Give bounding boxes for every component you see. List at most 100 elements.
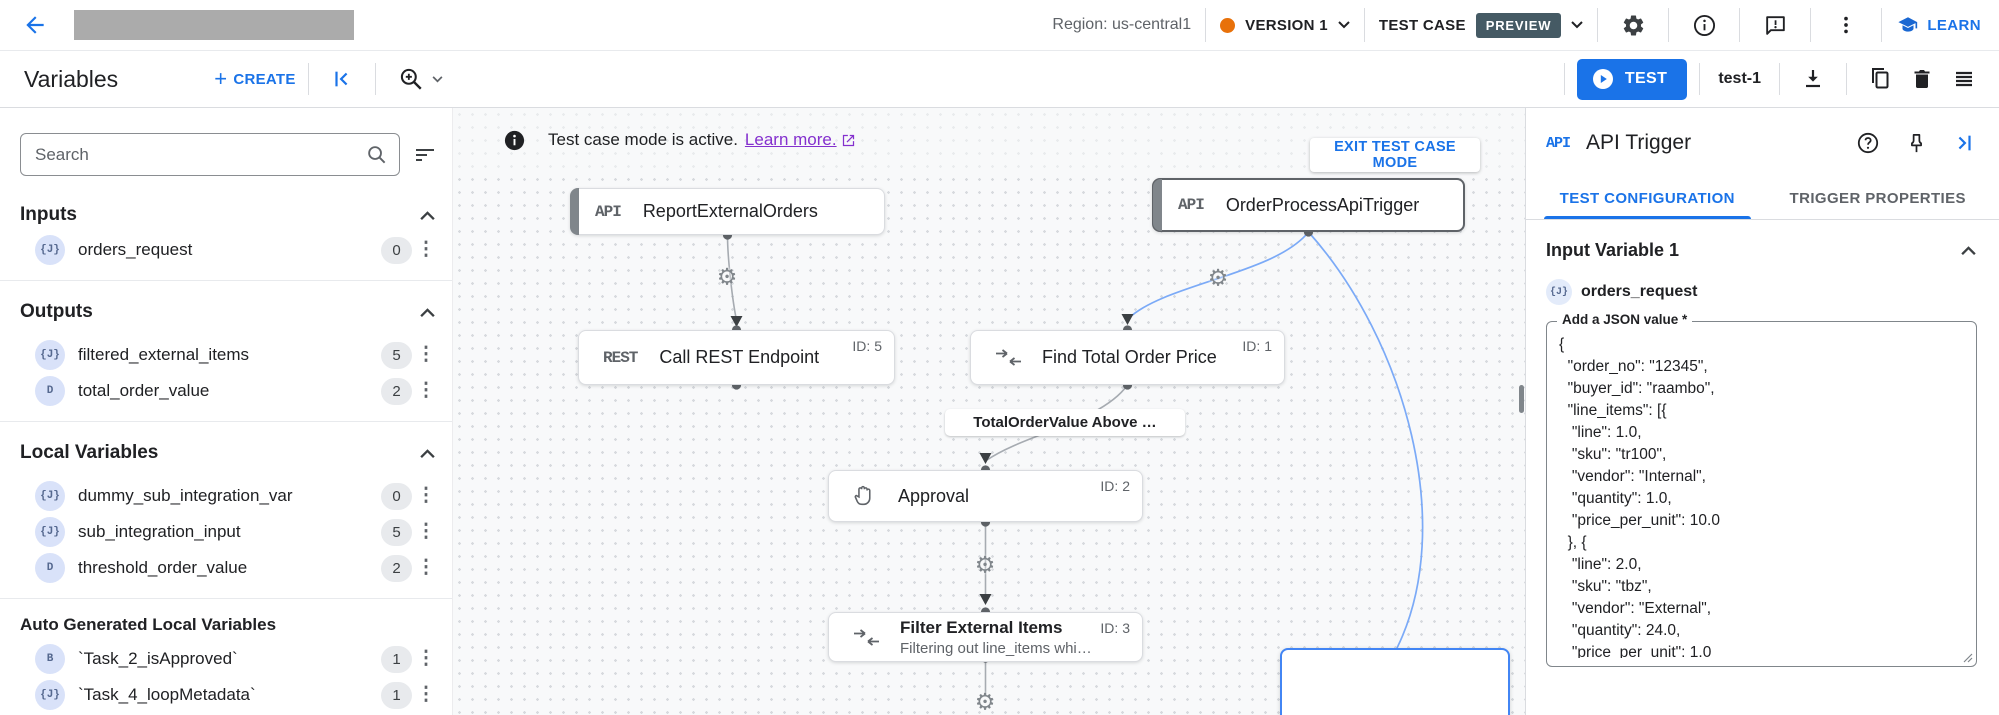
variable-name: sub_integration_input	[78, 522, 241, 541]
info-button[interactable]	[1683, 4, 1725, 46]
section-header-local-variables[interactable]: Local Variables	[0, 438, 452, 468]
divider	[1205, 8, 1207, 42]
top-app-bar: Region: us-central1 VERSION 1 TEST CASE …	[0, 0, 1999, 51]
variable-row-task2-isapproved[interactable]: B `Task_2_isApproved` 1 ⋮	[35, 643, 440, 675]
edge-gear-icon[interactable]: ⚙	[716, 263, 738, 290]
divider	[307, 63, 309, 95]
edge-condition-label[interactable]: TotalOrderValue Above …	[945, 409, 1185, 436]
info-filled-icon	[503, 129, 526, 152]
variable-row-sub-integration-input[interactable]: {J} sub_integration_input 5 ⋮	[35, 516, 440, 548]
api-trigger-badge: API	[1178, 196, 1205, 214]
node-call-rest-endpoint[interactable]: REST Call REST Endpoint ID: 5	[578, 330, 895, 385]
variable-row-threshold-order-value[interactable]: D threshold_order_value 2 ⋮	[35, 552, 440, 584]
tab-trigger-properties[interactable]: TRIGGER PROPERTIES	[1789, 190, 1966, 207]
json-value-textarea[interactable]	[1559, 334, 1964, 658]
collapse-panel-right-button[interactable]	[1943, 122, 1985, 164]
pin-button[interactable]	[1895, 122, 1937, 164]
chevron-up-icon[interactable]	[419, 448, 436, 459]
chevron-up-icon[interactable]	[419, 307, 436, 318]
pin-icon	[1910, 133, 1922, 152]
panel-variable-row: {J} orders_request	[1546, 279, 1977, 305]
row-menu-button[interactable]: ⋮	[416, 380, 436, 401]
row-menu-button[interactable]: ⋮	[416, 344, 436, 365]
row-menu-button[interactable]: ⋮	[416, 684, 436, 705]
node-title: Approval	[898, 485, 970, 506]
node-find-total-order-price[interactable]: Find Total Order Price ID: 1	[970, 330, 1285, 385]
node-filter-external-items[interactable]: Filter External Items Filtering out line…	[828, 612, 1143, 662]
row-menu-button[interactable]: ⋮	[416, 557, 436, 578]
api-trigger-badge: API	[595, 202, 622, 221]
collapse-left-icon	[335, 71, 348, 87]
collapse-panel-left-button[interactable]	[321, 58, 363, 100]
back-arrow-icon[interactable]	[18, 8, 52, 42]
variable-row-orders-request[interactable]: {J} orders_request 0 ⋮	[35, 234, 440, 266]
exit-test-case-mode-button[interactable]: EXIT TEST CASE MODE	[1310, 138, 1480, 172]
version-status-icon	[1220, 17, 1236, 33]
toolbar-menu-button[interactable]	[1943, 58, 1985, 100]
workflow-canvas[interactable]: ⚙ ⚙ ⚙ ⚙ Test case mode is active. Learn …	[453, 108, 1525, 715]
sub-integration-box[interactable]	[1280, 648, 1510, 715]
test-button[interactable]: TEST	[1576, 58, 1688, 100]
section-title: Outputs	[20, 301, 93, 322]
feedback-button[interactable]	[1754, 4, 1796, 46]
node-order-process-api-trigger[interactable]: API OrderProcessApiTrigger	[1152, 178, 1465, 232]
divider	[1739, 8, 1741, 42]
divider	[374, 63, 376, 95]
double-type-icon: D	[35, 376, 65, 406]
delete-button[interactable]	[1901, 58, 1943, 100]
row-menu-button[interactable]: ⋮	[416, 648, 436, 669]
search-input[interactable]	[20, 133, 400, 176]
toolbar-actions: TEST test-1	[1552, 58, 1985, 100]
variable-name: orders_request	[1581, 283, 1698, 300]
divider	[1363, 8, 1365, 42]
learn-button[interactable]: LEARN	[1896, 14, 1981, 36]
divider	[1810, 8, 1812, 42]
version-menu[interactable]: VERSION 1	[1220, 17, 1350, 34]
canvas-scrollbar[interactable]	[1519, 385, 1524, 413]
settings-button[interactable]	[1612, 4, 1654, 46]
variable-row-filtered-external-items[interactable]: {J} filtered_external_items 5 ⋮	[35, 339, 440, 371]
test-case-name[interactable]: test-1	[1718, 70, 1761, 87]
variable-row-task4-loopmetadata[interactable]: {J} `Task_4_loopMetadata` 1 ⋮	[35, 679, 440, 711]
edge-gear-icon[interactable]: ⚙	[974, 688, 996, 715]
node-report-external-orders[interactable]: API ReportExternalOrders	[570, 188, 885, 235]
gear-icon	[1623, 15, 1644, 35]
chevron-up-icon[interactable]	[419, 210, 436, 221]
node-approval[interactable]: Approval ID: 2	[828, 470, 1143, 522]
resize-grip-icon[interactable]	[1963, 653, 1973, 663]
zoom-control[interactable]	[398, 66, 443, 92]
variables-sidebar: Inputs {J} orders_request 0 ⋮ Outputs	[0, 108, 453, 715]
help-button[interactable]	[1847, 122, 1889, 164]
edge-gear-icon[interactable]: ⚙	[974, 551, 996, 578]
json-type-icon: {J}	[35, 481, 65, 511]
row-menu-button[interactable]: ⋮	[416, 485, 436, 506]
section-header-inputs[interactable]: Inputs	[0, 200, 452, 230]
create-variable-button[interactable]: + CREATE	[214, 66, 296, 92]
more-options-button[interactable]	[1825, 4, 1867, 46]
banner-message: Test case mode is active.	[548, 130, 738, 149]
row-menu-button[interactable]: ⋮	[416, 521, 436, 542]
chevron-down-icon	[1571, 21, 1584, 29]
chevron-up-icon[interactable]	[1960, 245, 1977, 256]
download-button[interactable]	[1792, 58, 1834, 100]
learn-more-link[interactable]: Learn more.	[745, 130, 856, 150]
editor-toolbar: Variables + CREATE TEST test-1	[0, 51, 1999, 108]
row-menu-button[interactable]: ⋮	[416, 239, 436, 260]
node-id-label: ID: 3	[1100, 620, 1130, 636]
section-title: Local Variables	[20, 442, 159, 463]
node-id-label: ID: 2	[1100, 478, 1130, 494]
variable-row-total-order-value[interactable]: D total_order_value 2 ⋮	[35, 375, 440, 407]
variable-name: threshold_order_value	[78, 558, 248, 577]
json-type-icon: {J}	[35, 517, 65, 547]
sort-filter-button[interactable]	[408, 138, 442, 172]
input-variable-section-header[interactable]: Input Variable 1	[1546, 240, 1977, 261]
tab-test-configuration[interactable]: TEST CONFIGURATION	[1532, 176, 1763, 219]
divider	[1846, 63, 1847, 95]
edge-gear-icon[interactable]: ⚙	[1207, 264, 1229, 291]
node-text: Filter External Items Filtering out line…	[900, 618, 1092, 657]
section-header-outputs[interactable]: Outputs	[0, 297, 452, 327]
test-case-menu[interactable]: TEST CASE PREVIEW	[1379, 12, 1584, 38]
copy-button[interactable]	[1859, 58, 1901, 100]
variable-row-dummy-sub-integration-var[interactable]: {J} dummy_sub_integration_var 0 ⋮	[35, 480, 440, 512]
